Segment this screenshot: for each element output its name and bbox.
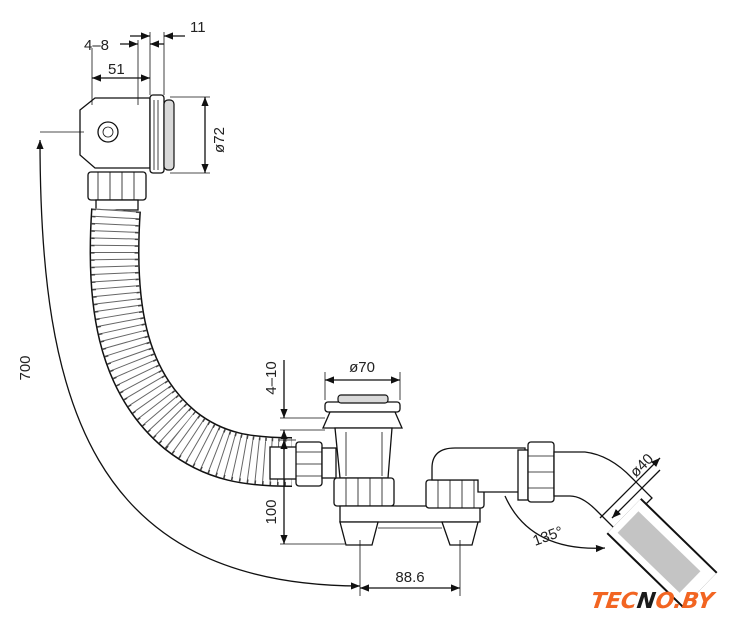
side-connector — [269, 441, 337, 487]
dim-label-d70: ø70 — [349, 359, 375, 376]
dim-label-11: 11 — [190, 19, 206, 36]
dim-label-700: 700 — [17, 355, 34, 380]
corrugated-hose — [89, 208, 293, 487]
svg-text:TECNO.BY: TECNO.BY — [589, 588, 717, 614]
overflow-nut — [87, 171, 147, 211]
dim-label-4-8: 4–8 — [84, 37, 109, 54]
siphon-body — [339, 505, 481, 546]
dim-label-4-10: 4–10 — [263, 361, 280, 394]
tecno-logo: TECNO.BY — [589, 588, 717, 614]
dim-label-d40: ø40 — [627, 451, 657, 481]
logo-part-1: TEC — [589, 588, 639, 614]
dim-label-100: 100 — [263, 499, 280, 524]
overflow-head — [79, 94, 175, 174]
dim-label-51: 51 — [108, 61, 125, 78]
dim-label-135-deg: 135° — [531, 523, 566, 550]
dim-label-d72: ø72 — [211, 127, 228, 153]
outlet-bend — [425, 441, 653, 533]
dimension-lines — [36, 32, 661, 596]
logo-part-3: O.BY — [654, 588, 718, 614]
outlet-pipe — [606, 498, 718, 608]
logo-part-2: N — [635, 588, 658, 614]
dim-label-88-6: 88.6 — [395, 569, 424, 586]
